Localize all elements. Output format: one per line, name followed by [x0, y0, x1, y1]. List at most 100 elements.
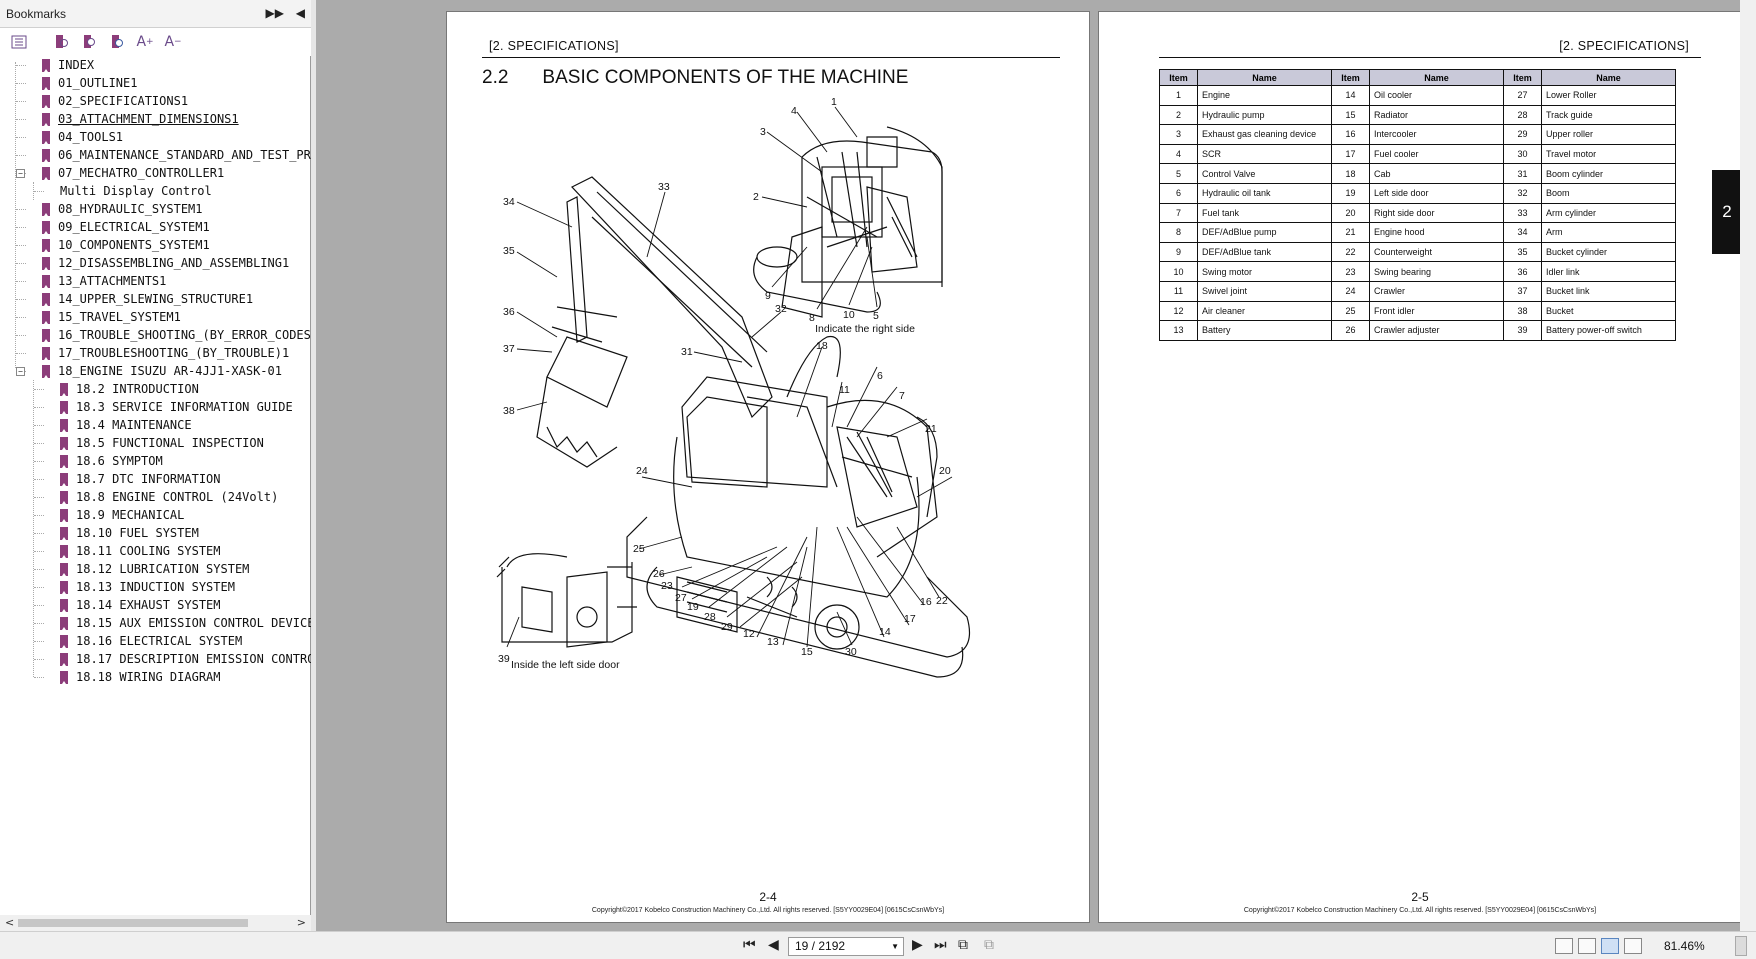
bookmark-subitem[interactable]: 18.4 MAINTENANCE [60, 416, 192, 434]
bookmark-label: 18.18 WIRING DIAGRAM [76, 670, 221, 684]
item-name-cell: Arm [1541, 222, 1676, 243]
copyright-text: Copyright©2017 Kobelco Construction Mach… [591, 907, 945, 914]
bookmark-item[interactable]: INDEX [42, 56, 94, 74]
scroll-left-icon[interactable]: < [5, 916, 15, 929]
bookmark-subitem[interactable]: 18.17 DESCRIPTION EMISSION CONTROL [60, 650, 311, 668]
bookmark-label: 18.13 INDUCTION SYSTEM [76, 580, 235, 594]
bookmark-icon [60, 490, 68, 504]
decrease-font-icon[interactable]: A− [164, 34, 182, 50]
zoom-level[interactable]: 81.46% [1664, 939, 1705, 953]
bookmark-icon [42, 148, 50, 162]
bookmark-item[interactable]: 17_TROUBLESHOOTING_(BY_TROUBLE)1 [42, 344, 289, 362]
two-page-view-icon[interactable] [1601, 938, 1619, 954]
column-header: Name [1369, 69, 1504, 86]
bookmark-icon [42, 346, 50, 360]
next-view-icon[interactable]: ⧉ [984, 937, 994, 953]
scroll-thumb[interactable] [18, 919, 248, 927]
two-page-continuous-icon[interactable] [1624, 938, 1642, 954]
item-number-cell: 28 [1503, 104, 1542, 126]
bookmark-item[interactable]: 08_HYDRAULIC_SYSTEM1 [42, 200, 203, 218]
bookmark-subitem[interactable]: 18.12 LUBRICATION SYSTEM [60, 560, 249, 578]
bookmark-subitem[interactable]: 18.15 AUX EMISSION CONTROL DEVICES [60, 614, 311, 632]
tree-connector [34, 551, 44, 552]
expand-bookmark-icon[interactable] [106, 32, 128, 52]
tree-connector [16, 227, 26, 228]
bookmark-item[interactable]: − 07_MECHATRO_CONTROLLER1 [16, 164, 225, 182]
bookmark-item[interactable]: 13_ATTACHMENTS1 [42, 272, 166, 290]
item-number-cell: 22 [1331, 241, 1370, 263]
bookmark-subitem[interactable]: 18.16 ELECTRICAL SYSTEM [60, 632, 242, 650]
chevron-down-icon[interactable]: ▼ [891, 942, 899, 951]
bookmark-item[interactable]: 02_SPECIFICATIONS1 [42, 92, 188, 110]
bookmark-item[interactable]: 09_ELECTRICAL_SYSTEM1 [42, 218, 210, 236]
callout-24: 24 [636, 465, 648, 477]
column-header: Item [1503, 69, 1542, 86]
bookmark-subitem[interactable]: 18.6 SYMPTOM [60, 452, 163, 470]
add-bookmark-icon[interactable] [50, 32, 72, 52]
next-page-icon[interactable]: ▶ [912, 937, 923, 953]
bookmark-subitem[interactable]: 18.2 INTRODUCTION [60, 380, 199, 398]
continuous-view-icon[interactable] [1578, 938, 1596, 954]
bookmark-label: Multi Display Control [60, 184, 212, 198]
bookmark-subitem[interactable]: 18.13 INDUCTION SYSTEM [60, 578, 235, 596]
bookmark-item[interactable]: −18_ENGINE ISUZU AR-4JJ1-XASK-01 [16, 362, 282, 380]
last-page-icon[interactable]: ⏭ [934, 937, 947, 953]
horizontal-scrollbar[interactable]: < > [0, 915, 311, 931]
bookmark-item[interactable]: 16_TROUBLE_SHOOTING_(BY_ERROR_CODES) [42, 326, 311, 344]
tree-connector [16, 317, 26, 318]
scroll-right-icon[interactable]: > [296, 916, 306, 929]
callout-4: 4 [791, 105, 797, 117]
bookmark-label: 18.15 AUX EMISSION CONTROL DEVICES [76, 616, 311, 630]
page-number-field[interactable]: 19 / 2192 ▼ [788, 937, 904, 956]
tree-line [15, 62, 16, 368]
bookmark-subitem[interactable]: 18.5 FUNCTIONAL INSPECTION [60, 434, 264, 452]
tree-connector [34, 605, 44, 606]
vertical-scrollbar[interactable] [1740, 0, 1756, 931]
previous-page-icon[interactable]: ◀ [768, 937, 779, 953]
bookmark-icon [60, 472, 68, 486]
bookmark-subitem[interactable]: 18.8 ENGINE CONTROL (24Volt) [60, 488, 278, 506]
item-name-cell: Bucket [1541, 300, 1676, 322]
zoom-slider-handle[interactable] [1735, 936, 1747, 956]
bookmark-subitem[interactable]: 18.7 DTC INFORMATION [60, 470, 221, 488]
bookmark-label: 18.10 FUEL SYSTEM [76, 526, 199, 540]
tree-connector [34, 533, 44, 534]
item-number-cell: 8 [1159, 222, 1198, 243]
bookmark-item[interactable]: 01_OUTLINE1 [42, 74, 137, 92]
bookmark-subitem[interactable]: 18.14 EXHAUST SYSTEM [60, 596, 221, 614]
bookmark-options-icon[interactable] [8, 32, 30, 52]
item-name-cell: Radiator [1369, 104, 1504, 126]
single-page-view-icon[interactable] [1555, 938, 1573, 954]
bookmark-label: 07_MECHATRO_CONTROLLER1 [58, 166, 225, 180]
bookmark-subitem[interactable]: Multi Display Control [60, 182, 212, 200]
bookmark-item[interactable]: 06_MAINTENANCE_STANDARD_AND_TEST_PRO [42, 146, 311, 164]
collapse-toggle-icon[interactable]: − [16, 168, 25, 178]
bookmark-item[interactable]: 12_DISASSEMBLING_AND_ASSEMBLING1 [42, 254, 289, 272]
collapse-toggle-icon[interactable]: − [16, 366, 25, 376]
bookmark-subitem[interactable]: 18.3 SERVICE INFORMATION GUIDE [60, 398, 293, 416]
first-page-icon[interactable]: ⏮ [743, 937, 756, 953]
bookmark-subitem[interactable]: 18.10 FUEL SYSTEM [60, 524, 199, 542]
bookmark-item[interactable]: 03_ATTACHMENT_DIMENSIONS1 [42, 110, 239, 128]
status-bar: ⏮ ◀ 19 / 2192 ▼ ▶ ⏭ ⧉ ⧉ 81.46% [0, 931, 1756, 959]
increase-font-icon[interactable]: A+ [136, 34, 154, 50]
collapse-panel-icon[interactable]: ▶▶ [265, 6, 284, 20]
bookmark-item[interactable]: 14_UPPER_SLEWING_STRUCTURE1 [42, 290, 253, 308]
close-panel-icon[interactable]: ◀ [295, 6, 305, 20]
bookmark-label: 18.9 MECHANICAL [76, 508, 185, 522]
bookmark-item[interactable]: 15_TRAVEL_SYSTEM1 [42, 308, 181, 326]
bookmark-subitem[interactable]: 18.9 MECHANICAL [60, 506, 184, 524]
find-bookmark-icon[interactable] [78, 32, 100, 52]
bookmark-subitem[interactable]: 18.18 WIRING DIAGRAM [60, 668, 221, 686]
bookmark-item[interactable]: 04_TOOLS1 [42, 128, 123, 146]
tree-connector [16, 245, 26, 246]
bookmark-label: 17_TROUBLESHOOTING_(BY_TROUBLE)1 [58, 346, 290, 360]
panel-splitter[interactable] [311, 0, 316, 931]
item-name-cell: Boom cylinder [1541, 163, 1676, 184]
page-header: [2. SPECIFICATIONS] [1559, 39, 1689, 53]
bookmark-item[interactable]: 10_COMPONENTS_SYSTEM1 [42, 236, 210, 254]
previous-view-icon[interactable]: ⧉ [958, 937, 968, 953]
bookmark-subitem[interactable]: 18.11 COOLING SYSTEM [60, 542, 221, 560]
bookmark-icon [60, 634, 68, 648]
